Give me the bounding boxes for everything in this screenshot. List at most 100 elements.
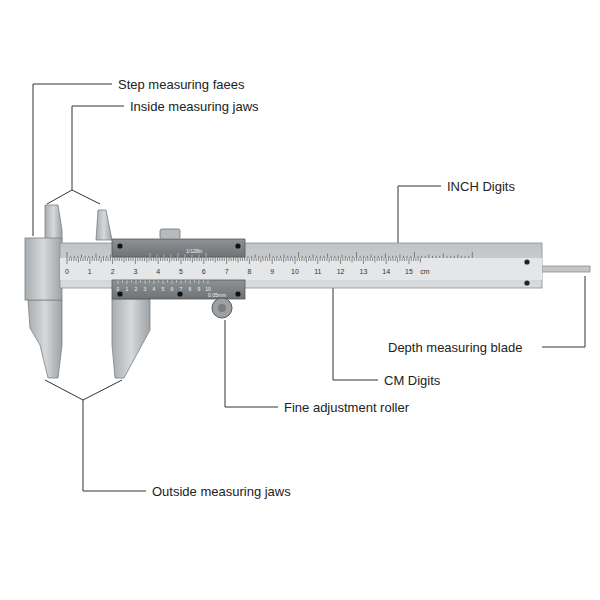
tick (228, 258, 229, 261)
tick (414, 252, 415, 258)
tick (199, 255, 200, 258)
tick (320, 256, 321, 258)
tick (266, 256, 267, 258)
tick (135, 258, 136, 264)
tick (242, 258, 243, 261)
tick (130, 258, 131, 261)
tick (133, 258, 134, 261)
tick (386, 258, 387, 264)
tick (383, 258, 384, 261)
vernier-number: 4 (153, 287, 156, 292)
tick (287, 256, 288, 258)
tick (378, 256, 379, 258)
callout-label: Outside measuring jaws (152, 485, 291, 498)
tick (377, 258, 378, 261)
scale-number: 1 (88, 268, 92, 275)
tick (281, 258, 282, 261)
tick (247, 256, 248, 258)
tick (238, 258, 239, 263)
tick (327, 254, 328, 259)
tick (450, 256, 451, 258)
tick (288, 258, 289, 261)
tick (222, 258, 223, 261)
tick (212, 258, 213, 261)
tick (190, 280, 191, 284)
vernier-top-plate (112, 239, 245, 257)
tick (410, 256, 411, 258)
tick (251, 258, 252, 261)
tick (276, 258, 277, 261)
tick (390, 258, 391, 261)
tick (217, 258, 218, 261)
tick (349, 256, 350, 258)
vernier-number: 8 (189, 287, 192, 292)
tick (169, 258, 170, 263)
tick (258, 258, 259, 261)
tick (110, 258, 111, 261)
tick (290, 258, 291, 261)
scale-number: 4 (156, 268, 160, 275)
tick (397, 258, 398, 263)
tick (326, 258, 327, 261)
tick (192, 258, 193, 263)
tick (137, 258, 138, 261)
tick (126, 258, 127, 261)
tick (67, 258, 68, 264)
tick (395, 258, 396, 261)
rivet (235, 291, 240, 296)
tick (265, 258, 266, 261)
tick (324, 258, 325, 261)
fixed-inside-jaw (45, 205, 62, 242)
tick (310, 258, 311, 261)
tick (421, 256, 422, 258)
depth-blade (540, 266, 590, 272)
tick (124, 258, 125, 263)
tick (461, 256, 462, 258)
tick (122, 280, 123, 283)
tick (163, 280, 164, 284)
tick (196, 258, 197, 261)
tick (294, 256, 295, 258)
tick (345, 258, 346, 261)
tick (379, 258, 380, 261)
tick (331, 258, 332, 261)
tick (411, 258, 412, 261)
tick (70, 256, 71, 258)
fixed-outside-jaw (28, 300, 62, 378)
tick (301, 258, 302, 261)
tick (322, 258, 323, 261)
tick (392, 256, 393, 258)
tick (95, 254, 96, 259)
tick (385, 254, 386, 259)
tick (82, 258, 83, 261)
tick (367, 258, 368, 261)
tick (194, 280, 195, 283)
tick (317, 258, 318, 264)
tick (118, 280, 119, 284)
tick (388, 258, 389, 261)
tick (465, 256, 466, 258)
unit-label: 0.05mm (208, 293, 226, 298)
scale-number: 9 (270, 268, 274, 275)
tick (338, 258, 339, 261)
tick (374, 256, 375, 258)
scale-number: 0 (65, 268, 69, 275)
tick (185, 255, 186, 258)
tick (144, 258, 145, 261)
tick (203, 258, 204, 264)
tick (374, 258, 375, 263)
tick (150, 253, 151, 257)
tick (167, 280, 168, 283)
tick (333, 258, 334, 261)
tick (413, 258, 414, 261)
tick (370, 255, 371, 259)
tick (260, 258, 261, 263)
tick (406, 258, 407, 261)
tick (208, 280, 209, 284)
tick (338, 256, 339, 258)
tick (308, 258, 309, 261)
tick (162, 258, 163, 261)
tick (269, 254, 270, 259)
tick (323, 256, 324, 258)
